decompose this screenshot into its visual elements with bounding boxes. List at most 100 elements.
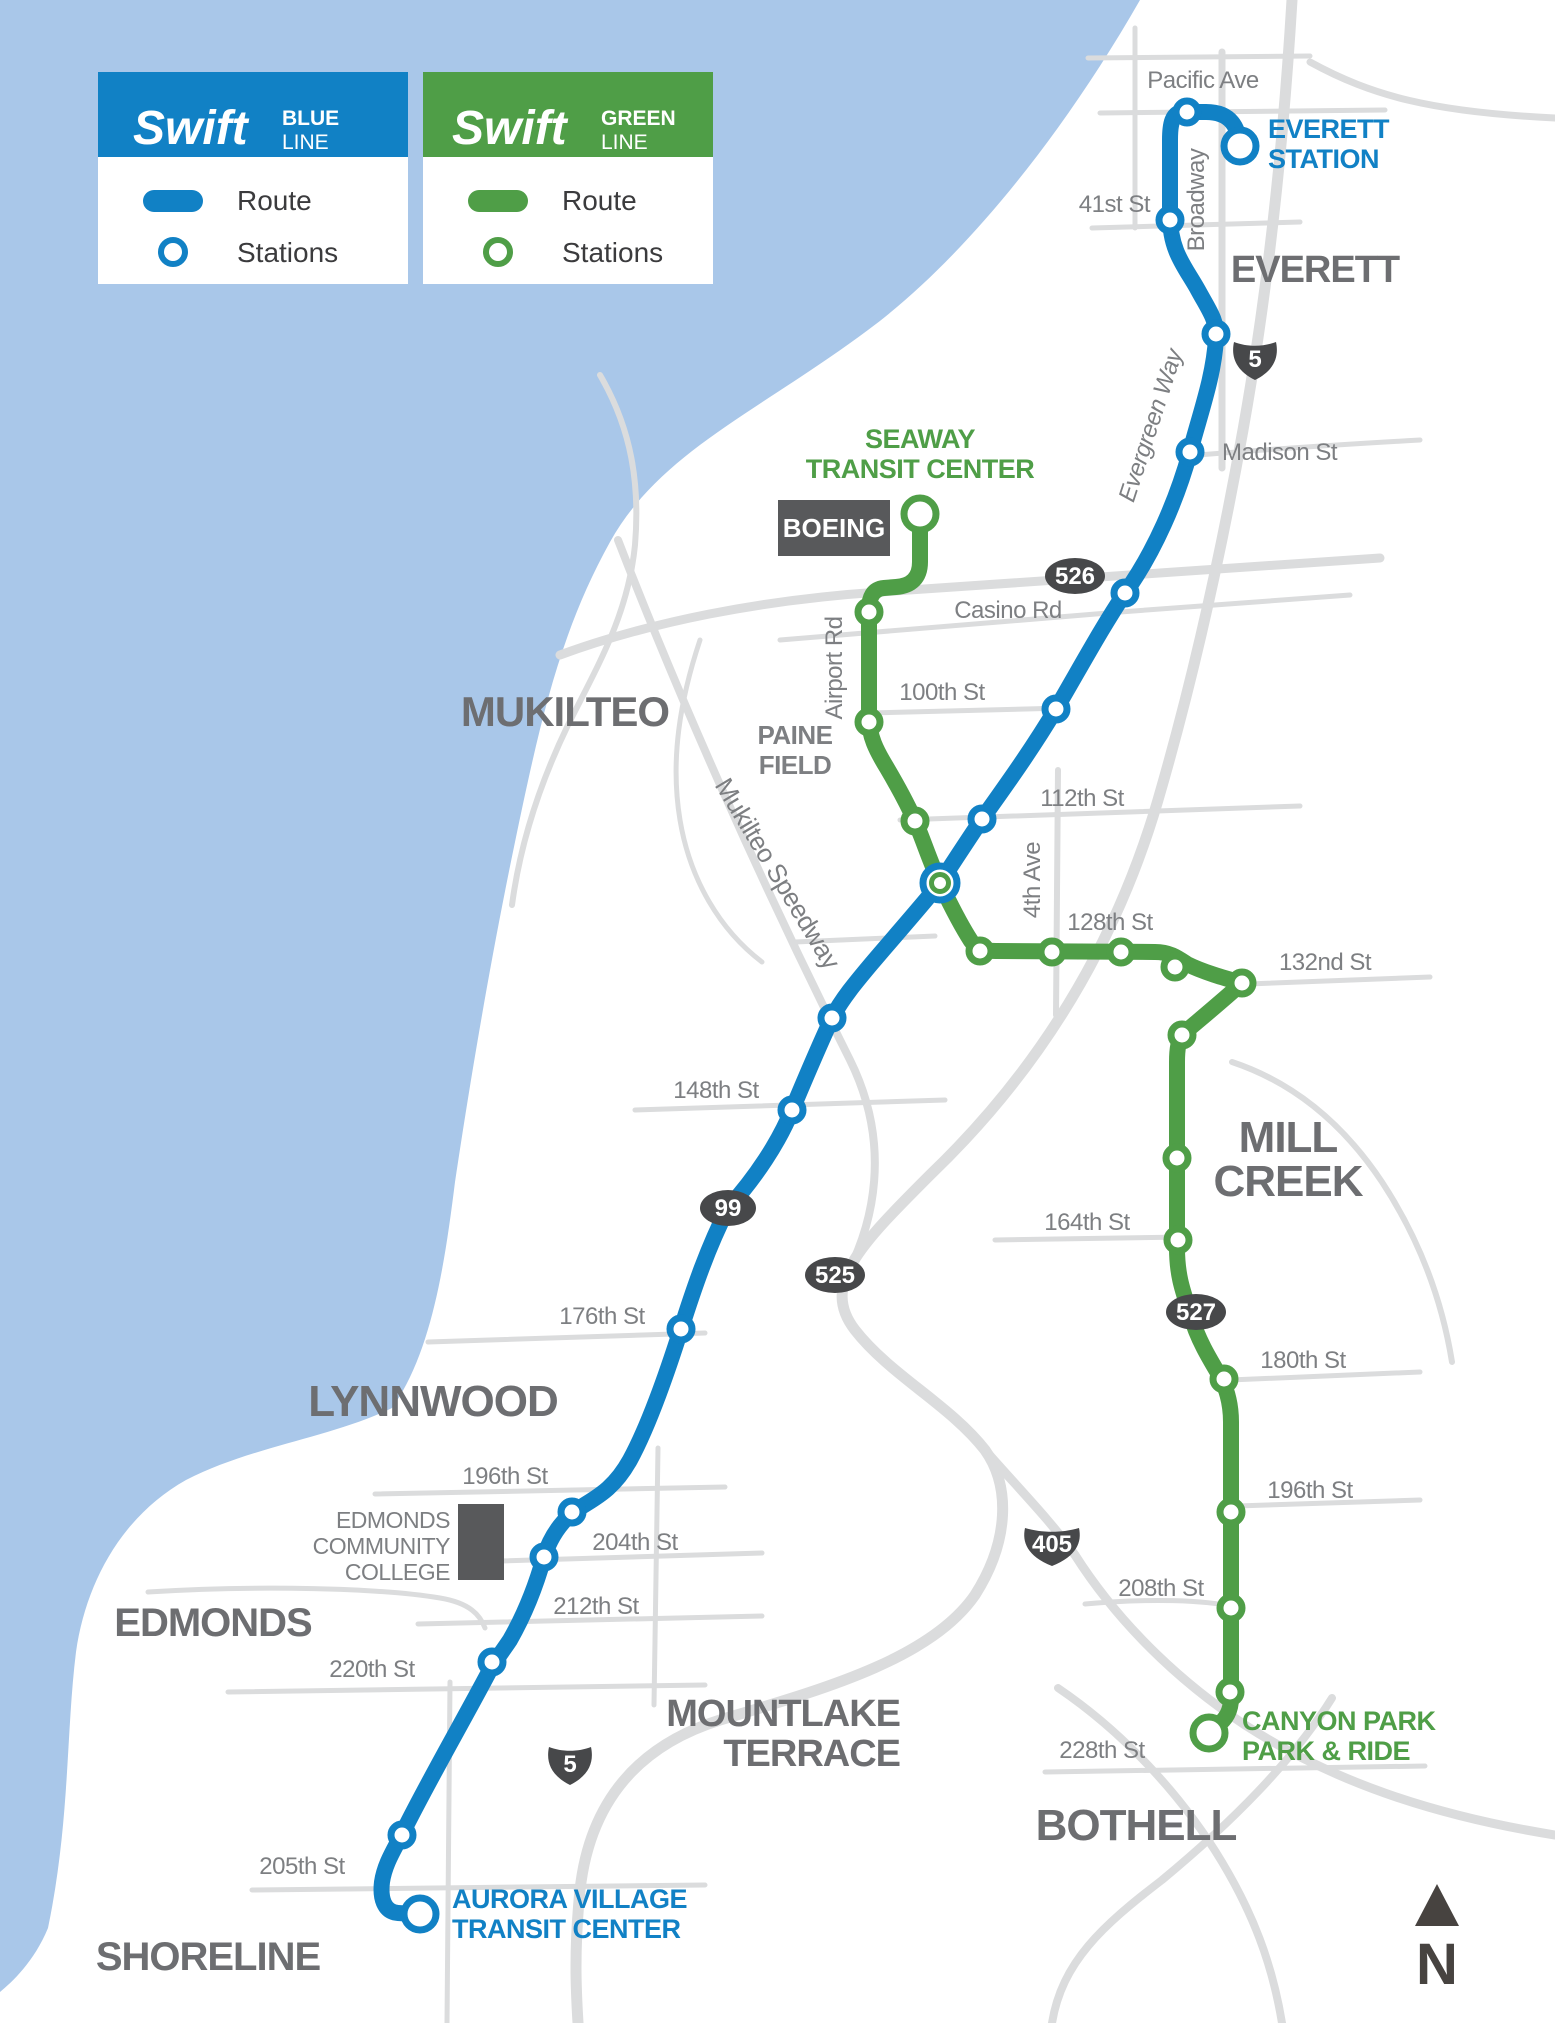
road-grid-h (1085, 53, 1313, 61)
legend-blue-route-swatch (143, 190, 203, 212)
terminal-label-canyon-2: PARK & RIDE (1242, 1736, 1410, 1766)
road-41st (1089, 219, 1303, 231)
city-label-bothell: BOTHELL (1036, 1801, 1237, 1850)
road-204th (465, 1550, 765, 1565)
terminal-label-canyon-1: CANYON PARK (1242, 1706, 1437, 1736)
north-arrow: N (1415, 1884, 1459, 1997)
street-label-148th-st: 148th St (673, 1077, 759, 1104)
street-label-228th-st: 228th St (1059, 1737, 1145, 1764)
city-label-edmonds: EDMONDS (114, 1601, 312, 1645)
shield-sr526: 526 (1045, 558, 1105, 594)
legend-green-route-label: Route (562, 185, 637, 216)
terminal-label-seaway-2: TRANSIT CENTER (806, 454, 1035, 484)
street-label-212th-st: 212th St (553, 1593, 639, 1620)
shield-sr527: 527 (1166, 1294, 1226, 1330)
street-label-164th-st: 164th St (1044, 1209, 1130, 1236)
city-label-shoreline: SHORELINE (96, 1935, 321, 1979)
street-label-196th-st-blue: 196th St (462, 1463, 548, 1490)
station-blue-41st-st (1155, 205, 1185, 235)
shield-sr99: 99 (700, 1190, 756, 1226)
station-blue-pacific-ave (1172, 97, 1202, 127)
legend-blue-brand: Swift (133, 102, 250, 155)
station-canyon-park-terminal (1189, 1713, 1229, 1753)
terminal-label-everett-2: STATION (1268, 144, 1379, 174)
station-blue-unnamed-2 (817, 1003, 847, 1033)
station-seaway-terminal (900, 494, 940, 534)
road-i405 (980, 1445, 1555, 1840)
station-green-casino-rd (854, 597, 884, 627)
place-label-paine-field-1: PAINE (757, 720, 832, 750)
station-green-100th-st (854, 707, 884, 737)
street-label-4th-ave: 4th Ave (1019, 842, 1046, 918)
edcc-box (458, 1504, 504, 1580)
place-labels: PAINE FIELD EDMONDS COMMUNITY COLLEGE (313, 720, 834, 1585)
street-label-204th-st: 204th St (592, 1529, 678, 1556)
city-label-mountlake-2: TERRACE (723, 1733, 900, 1775)
shield-i5-south: 5 (548, 1747, 592, 1785)
legend-blue-station-swatch (158, 237, 188, 267)
road-i5 (570, 0, 1298, 2023)
road-network (145, 0, 1555, 2023)
street-label-176th-st: 176th St (559, 1303, 645, 1330)
station-green-unnamed-1 (1167, 1020, 1197, 1050)
road-millcreek-curve (1229, 1059, 1455, 1365)
station-green-132nd-st (1227, 968, 1257, 998)
station-green-196th-st (1216, 1497, 1246, 1527)
terminal-label-everett-1: EVERETT (1268, 114, 1390, 144)
shield-i5-north: 5 (1233, 342, 1277, 380)
place-label-paine-field-2: FIELD (759, 750, 832, 780)
shield-i405-label: 405 (1032, 1531, 1072, 1558)
station-blue-204th-st (529, 1542, 559, 1572)
road-4th-ave (1053, 767, 1061, 1018)
street-label-broadway: Broadway (1183, 148, 1210, 251)
road-topright (1306, 58, 1555, 122)
street-label-madison-st: Madison St (1222, 439, 1338, 466)
station-blue-112th-st (967, 804, 997, 834)
street-label-205th-st: 205th St (259, 1853, 345, 1880)
station-green-128th-3 (1106, 937, 1136, 967)
city-label-everett: EVERETT (1231, 249, 1400, 291)
place-label-edcc-1: EDMONDS (336, 1507, 450, 1533)
north-arrow-label: N (1416, 1932, 1458, 1997)
road-176th (425, 1330, 708, 1345)
street-label-220th-st: 220th St (329, 1656, 415, 1683)
shield-sr526-label: 526 (1055, 563, 1095, 590)
station-green-128th-4 (1160, 952, 1190, 982)
street-label-128th-st: 128th St (1067, 909, 1153, 936)
street-label-casino-rd: Casino Rd (954, 597, 1062, 624)
road-paine-loop (673, 637, 765, 965)
road-100th (865, 705, 1068, 716)
legend-green-box: Swift GREEN LINE Route Stations (423, 72, 713, 284)
blue-stations (387, 97, 1260, 1934)
legend-green-station-swatch (483, 237, 513, 267)
boeing-box (778, 500, 890, 556)
city-label-mill-creek-1: MILL (1239, 1113, 1338, 1162)
street-label-196th-st-green: 196th St (1267, 1477, 1353, 1504)
station-blue-176th-st (666, 1314, 696, 1344)
road-205th (249, 1882, 708, 1893)
road-pacific (1097, 107, 1388, 116)
road-212th (415, 1613, 765, 1627)
station-blue-unnamed-1 (1201, 319, 1231, 349)
shield-sr525: 525 (805, 1257, 865, 1293)
station-green-128th-1 (965, 936, 995, 966)
road-164th (992, 1234, 1188, 1243)
shield-i405: 405 (1024, 1528, 1080, 1566)
road-bothell-2 (1048, 1694, 1336, 2023)
station-transfer-blue-green (919, 862, 961, 904)
road-128th-w (792, 933, 938, 945)
city-label-mountlake-1: MOUNTLAKE (666, 1693, 900, 1735)
road-madison (1182, 437, 1423, 459)
city-label-lynnwood: LYNNWOOD (308, 1377, 558, 1426)
street-label-132nd-st: 132nd St (1279, 949, 1372, 976)
road-180th (1227, 1369, 1423, 1383)
road-196th-blue (372, 1484, 728, 1497)
road-bothell-1 (1054, 1684, 1286, 2023)
station-blue-220th-st (477, 1647, 507, 1677)
terminal-label-aurora-2: TRANSIT CENTER (452, 1914, 681, 1944)
street-label-112th-st: 112th St (1040, 785, 1124, 812)
station-aurora-village-terminal (400, 1894, 440, 1934)
legend-green-line-word: LINE (601, 131, 648, 154)
place-label-edcc-2: COMMUNITY (313, 1533, 450, 1559)
